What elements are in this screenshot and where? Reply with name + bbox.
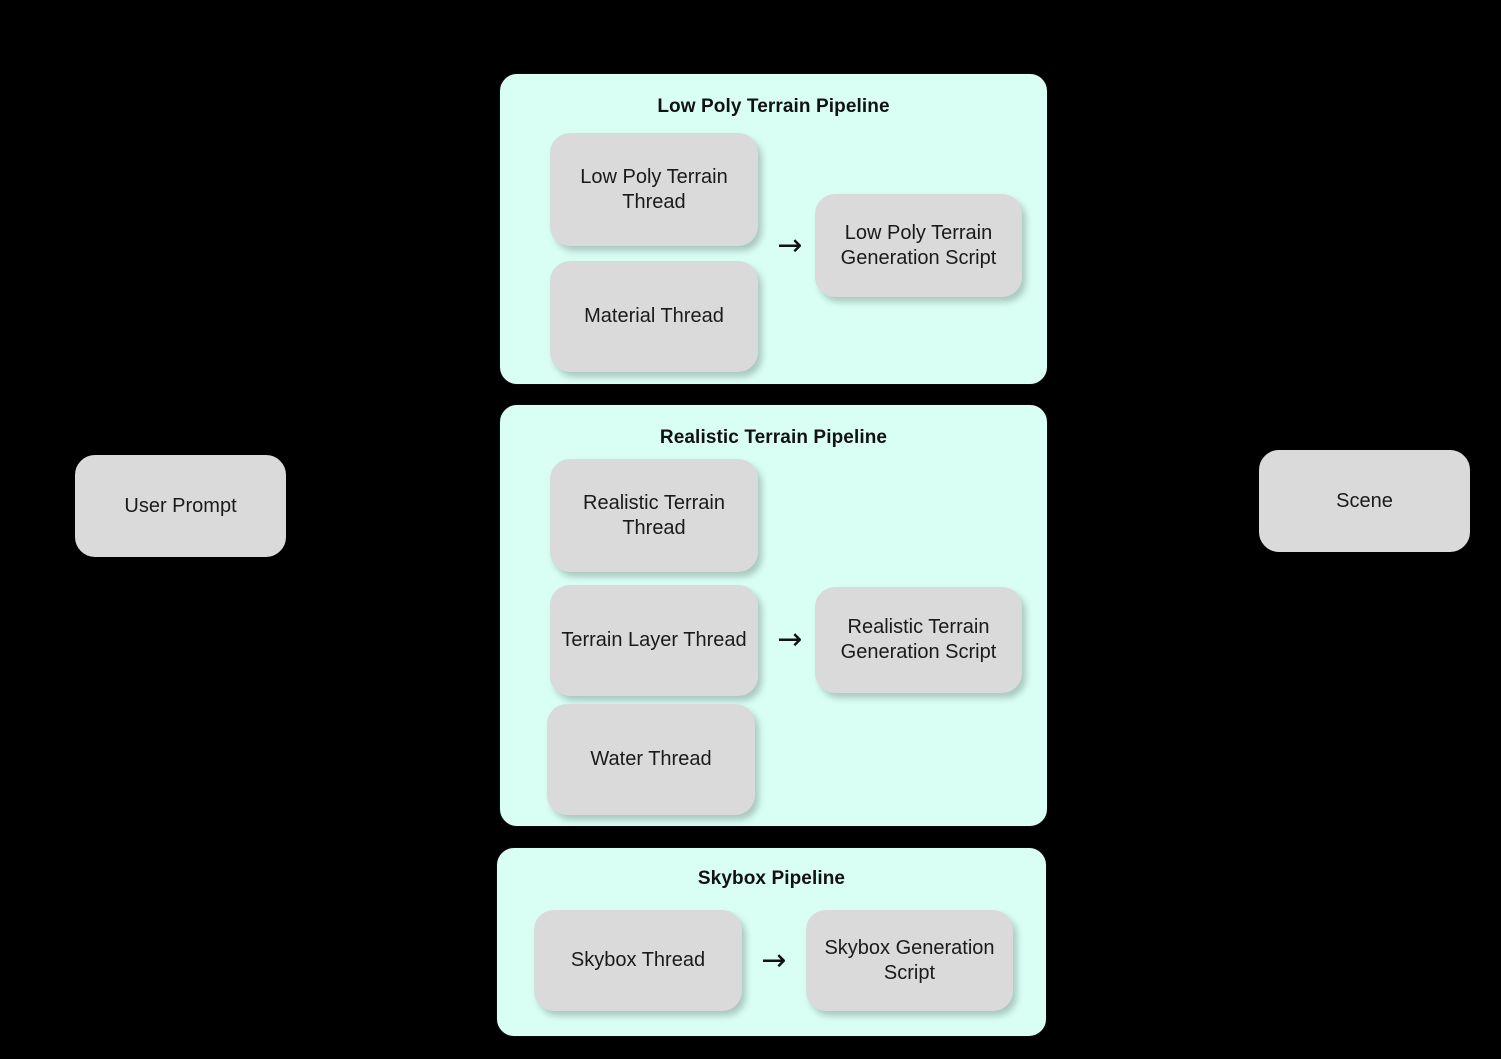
node-skybox-generation-script[interactable]: Skybox Generation Script bbox=[806, 910, 1013, 1011]
pipeline-realistic-terrain-title: Realistic Terrain Pipeline bbox=[659, 427, 888, 448]
node-low-poly-terrain-generation-script[interactable]: Low Poly Terrain Generation Script bbox=[815, 194, 1022, 297]
node-terrain-layer-thread[interactable]: Terrain Layer Thread bbox=[550, 585, 758, 696]
arrow-right-icon-realistic: → bbox=[777, 622, 803, 657]
pipeline-low-poly-terrain: Low Poly Terrain Pipeline Low Poly Terra… bbox=[499, 73, 1048, 385]
arrow-right-icon-low-poly: → bbox=[777, 228, 803, 263]
node-scene-label: Scene bbox=[1336, 489, 1393, 512]
node-material-thread-label: Material Thread bbox=[584, 305, 724, 327]
node-material-thread[interactable]: Material Thread bbox=[550, 261, 758, 372]
node-water-thread-label: Water Thread bbox=[590, 748, 712, 770]
pipeline-low-poly-terrain-title: Low Poly Terrain Pipeline bbox=[657, 96, 890, 117]
node-terrain-layer-thread-label: Terrain Layer Thread bbox=[561, 629, 747, 651]
node-user-prompt-label: User Prompt bbox=[124, 494, 237, 517]
node-realistic-terrain-thread-label: Realistic Terrain Thread bbox=[583, 491, 725, 539]
node-user-prompt[interactable]: User Prompt bbox=[75, 455, 286, 557]
node-water-thread[interactable]: Water Thread bbox=[547, 704, 755, 815]
pipeline-skybox-title: Skybox Pipeline bbox=[697, 868, 846, 889]
node-realistic-terrain-thread[interactable]: Realistic Terrain Thread bbox=[550, 459, 758, 572]
node-realistic-terrain-generation-script-label: Realistic Terrain Generation Script bbox=[840, 616, 997, 663]
node-low-poly-terrain-thread[interactable]: Low Poly Terrain Thread bbox=[550, 133, 758, 246]
node-scene[interactable]: Scene bbox=[1259, 450, 1470, 552]
arrow-right-icon-skybox: → bbox=[761, 943, 787, 978]
node-low-poly-terrain-generation-script-label: Low Poly Terrain Generation Script bbox=[840, 221, 997, 269]
pipeline-realistic-terrain: Realistic Terrain Pipeline Realistic Ter… bbox=[499, 404, 1048, 827]
node-realistic-terrain-generation-script[interactable]: Realistic Terrain Generation Script bbox=[815, 587, 1022, 693]
node-low-poly-terrain-thread-label: Low Poly Terrain Thread bbox=[580, 165, 728, 213]
node-skybox-thread-label: Skybox Thread bbox=[570, 949, 706, 971]
node-skybox-thread[interactable]: Skybox Thread bbox=[534, 910, 742, 1011]
node-skybox-generation-script-label: Skybox Generation Script bbox=[824, 936, 995, 984]
pipeline-skybox: Skybox Pipeline Skybox Thread → Skybox G… bbox=[496, 847, 1047, 1037]
